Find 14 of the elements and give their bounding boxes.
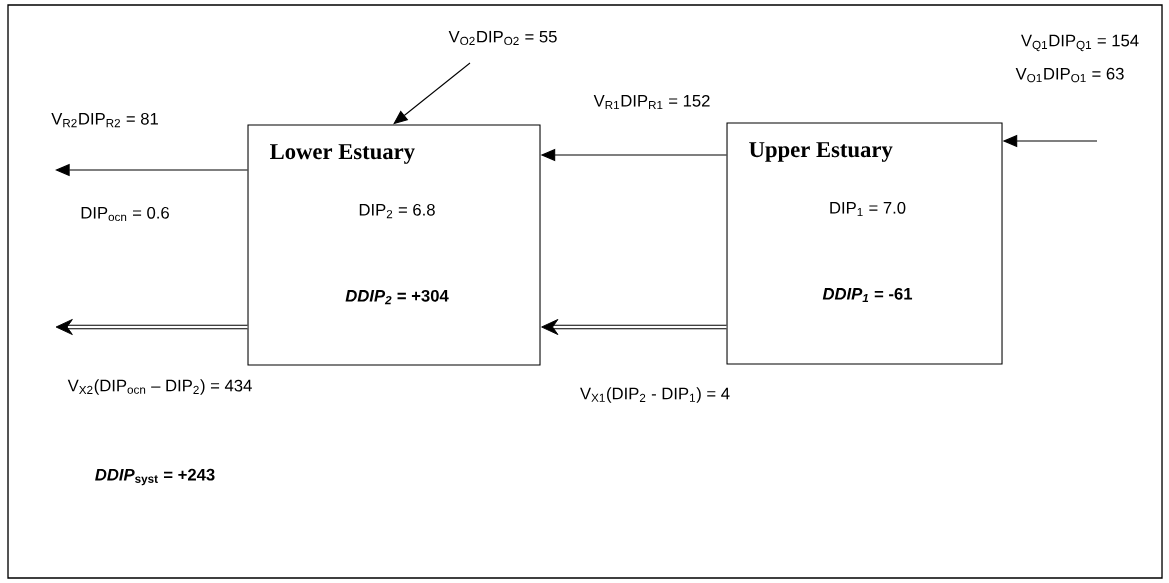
double-arrow bbox=[55, 319, 248, 336]
edge-label: V$_{R2}$DIP$_{R2}$ = 81 bbox=[51, 112, 158, 128]
arrow bbox=[393, 62, 471, 125]
double-arrow bbox=[541, 319, 727, 336]
edge-label: V$_{O2}$DIP$_{O2}$ = 55 bbox=[448, 30, 557, 46]
label: DIP$_{ocn}$ = 0.6 bbox=[81, 206, 169, 222]
edge-label: V$_{X1}$(DIP$_{2}$ - DIP$_{1}$) = 4 bbox=[580, 387, 730, 403]
edge-label: V$_{X2}$(DIP$_{ocn}$ – DIP$_{2}$) = 434 bbox=[67, 379, 252, 395]
label: V$_{O1}$DIP$_{O1}$ = 63 bbox=[1015, 67, 1124, 83]
label: DDIP$_{syst}$ = +243 bbox=[95, 468, 215, 486]
estuary-box: Upper Estuary DIP$_{1}$ = 7.0 DDIP$_{1}$ = -61 bbox=[726, 122, 1003, 365]
edge-label: V$_{R1}$DIP$_{R1}$ = 152 bbox=[593, 94, 710, 110]
label: V$_{Q1}$DIP$_{Q1}$ = 154 bbox=[1021, 34, 1139, 52]
estuary-box: Lower Estuary DIP$_{2}$ = 6.8 DDIP$_{2}$ = +304 bbox=[247, 124, 541, 366]
